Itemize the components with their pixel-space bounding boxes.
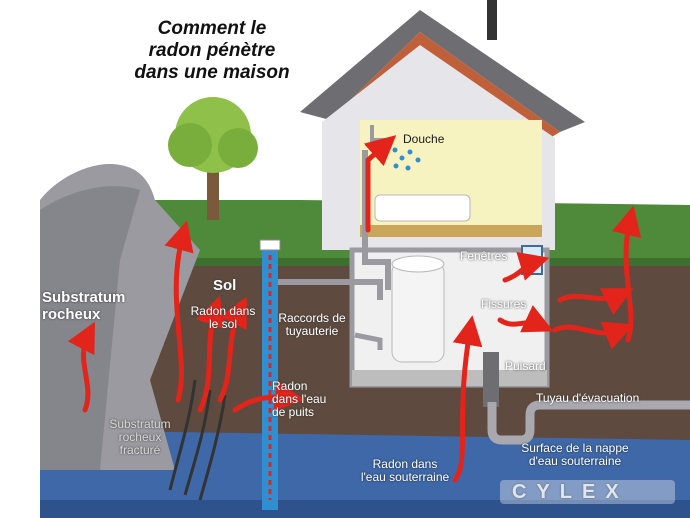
- drain-pipe: [487, 400, 690, 445]
- page-title: Comment le radon pénètre dans une maison: [134, 18, 290, 83]
- tree-crown-right: [218, 128, 258, 168]
- sump-pit: [483, 352, 499, 407]
- label-radon-eau: Radon dans l'eau souterraine: [360, 457, 450, 485]
- well-supply-pipe: [270, 279, 383, 300]
- label-fissures: Fissures: [481, 297, 527, 311]
- shower-spray: [392, 147, 421, 171]
- radon-arrow-groundwater: [452, 315, 483, 483]
- tree-trunk: [207, 160, 219, 220]
- house-roof: [300, 10, 585, 132]
- water-tank: [391, 261, 445, 363]
- pipe-fitting: [354, 332, 383, 350]
- radon-arrow-soil-1: [164, 220, 194, 403]
- bedrock-crack-3: [198, 394, 227, 501]
- label-substratum-rocheux: Substratum rocheux: [42, 289, 126, 323]
- label-tuyau: Tuyau d'évacuation: [536, 391, 640, 405]
- groundwater-bottom: [40, 500, 690, 518]
- bathtub: [374, 194, 471, 222]
- bedrock-crack-1: [168, 379, 197, 491]
- watermark-text: CYLEX: [512, 481, 629, 503]
- tree-crown-left: [168, 123, 212, 167]
- label-substratum-fracture: Substratum rocheux fracturé: [109, 417, 171, 458]
- label-sol: Sol: [213, 277, 237, 294]
- label-radon-sol: Radon dans le sol: [190, 304, 256, 332]
- label-fenetres: Fenêtres: [460, 249, 508, 263]
- radon-arrow-soil-3: [217, 296, 247, 403]
- plumbing-pipe: [362, 150, 391, 290]
- radon-arrow-soil-2: [196, 295, 225, 413]
- label-douche: Douche: [403, 132, 445, 146]
- radon-arrow-fissure-1: [557, 288, 634, 316]
- room-floor: [360, 225, 542, 237]
- radon-arrow-pipe: [363, 135, 397, 233]
- radon-arrow-soil-4: [232, 381, 305, 413]
- well-cap: [259, 239, 281, 251]
- label-radon-puits: Radon dans l'eau de puits: [272, 379, 327, 420]
- radon-arrow-window: [502, 251, 550, 283]
- bedrock-crack-2: [183, 389, 212, 496]
- label-surface-nappe: Surface de la nappe d'eau souterraine: [521, 441, 629, 469]
- label-raccords: Raccords de tuyauterie: [278, 311, 346, 339]
- label-puisard: Puisard: [505, 359, 546, 373]
- radon-arrow-fissure-2: [552, 321, 634, 350]
- watermark: [500, 480, 675, 504]
- radon-arrow-fissure-3: [497, 305, 554, 333]
- radon-arrow-rock: [67, 321, 95, 413]
- water-tank-top: [391, 255, 445, 273]
- radon-arrows: [67, 135, 642, 483]
- chimney: [487, 0, 497, 40]
